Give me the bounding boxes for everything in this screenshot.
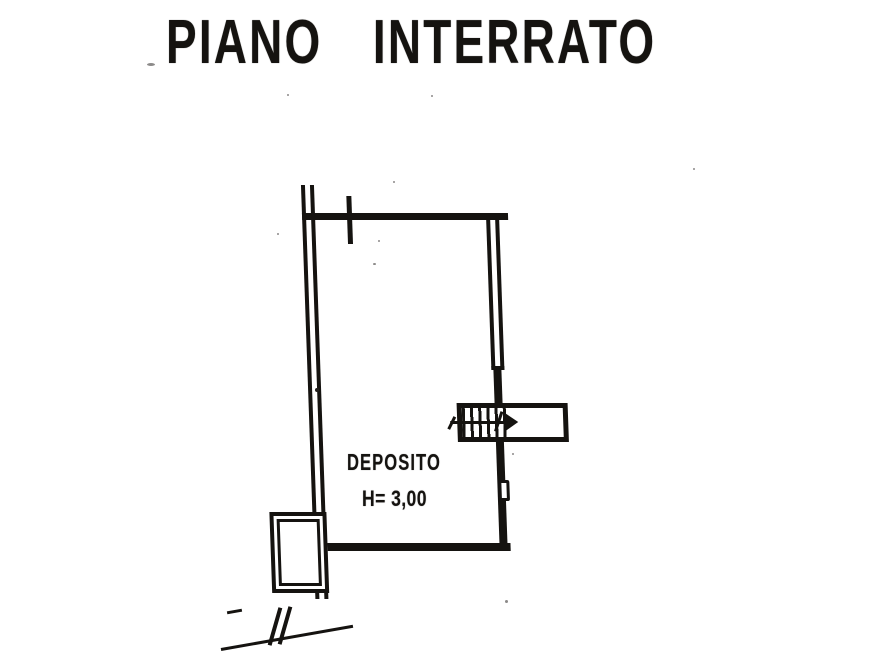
wall-right-upper [486,220,505,370]
wall-tick-mark [346,196,354,244]
wall-top [301,213,509,220]
door-jamb-mark [498,480,510,501]
wall-bottom [313,543,511,551]
room-height-label: H= 3,00 [362,486,427,511]
window-well-inner [276,519,322,586]
page-title: PIANO INTERRATO [166,8,657,77]
scan-speck [287,94,289,96]
arrow-head-icon [504,413,519,431]
scan-speck [505,600,508,603]
scan-speck [378,240,380,242]
scan-speck [693,168,695,170]
wall-right-lower [493,368,508,551]
scan-speck [147,63,155,66]
scan-speck [315,388,319,392]
arrow-shaft [450,421,511,424]
room-label: DEPOSITO [347,449,441,475]
scan-speck [512,453,514,455]
scan-speck [277,233,279,235]
scan-speck [431,95,433,97]
scan-speck [373,263,376,265]
scan-speck [393,181,395,183]
stair-direction-arrow [447,411,523,435]
window-well [269,512,330,593]
